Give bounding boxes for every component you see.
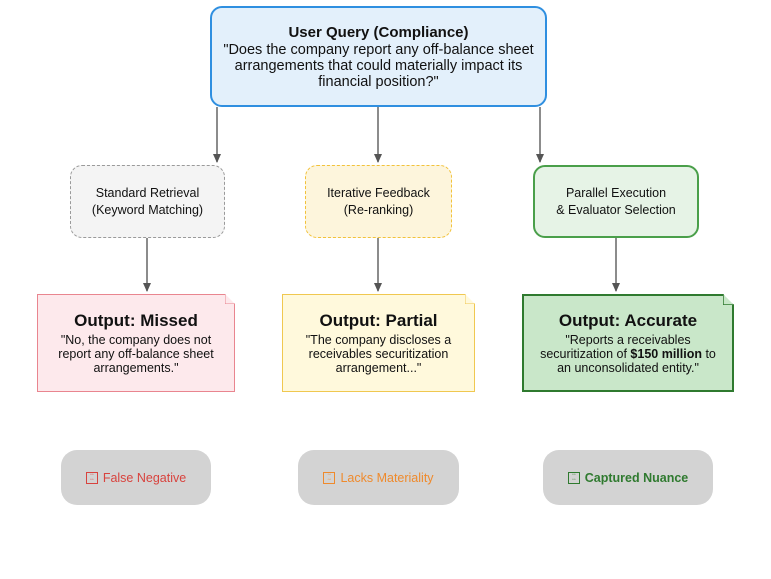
- badge-label: False Negative: [102, 470, 187, 485]
- badge-captured-nuance: ▫▫▫▫ Captured Nuance: [543, 450, 713, 505]
- folded-corner-icon: [723, 294, 734, 305]
- folded-corner-icon: [225, 294, 235, 304]
- user-query-box: User Query (Compliance) "Does the compan…: [210, 6, 547, 107]
- query-text: "Does the company report any off-balance…: [223, 41, 534, 90]
- output-accurate-note: Output: Accurate "Reports a receivables …: [522, 294, 734, 392]
- method-line1: Iterative Feedback: [327, 185, 430, 200]
- missing-glyph-icon: ▫▫▫▫: [567, 471, 580, 484]
- output-text-end: to an unconsolidated entity.": [557, 347, 716, 375]
- output-partial-note: Output: Partial "The company discloses a…: [282, 294, 475, 392]
- output-text: "No, the company does not report any off…: [58, 333, 214, 375]
- output-missed-note: Output: Missed "No, the company does not…: [37, 294, 235, 392]
- output-text: "The company discloses a receivables sec…: [305, 333, 452, 375]
- method-parallel-execution: Parallel Execution & Evaluator Selection: [533, 165, 699, 238]
- method-standard-retrieval: Standard Retrieval (Keyword Matching): [70, 165, 225, 238]
- output-title: Output: Missed: [74, 311, 198, 330]
- output-title: Output: Partial: [319, 311, 438, 330]
- output-text-start: "Reports a receivables securitization of: [540, 333, 691, 361]
- query-title: User Query (Compliance): [288, 23, 469, 41]
- method-line2: (Keyword Matching): [91, 202, 204, 217]
- badge-label: Captured Nuance: [584, 470, 689, 485]
- folded-corner-icon: [465, 294, 475, 304]
- missing-glyph-icon: ▫▫▫▫: [323, 471, 336, 484]
- method-line1: Standard Retrieval: [95, 185, 200, 200]
- method-iterative-feedback: Iterative Feedback (Re-ranking): [305, 165, 452, 238]
- badge-false-negative: ▫▫▫▫ False Negative: [61, 450, 211, 505]
- output-title: Output: Accurate: [558, 311, 698, 330]
- method-line2: & Evaluator Selection: [556, 202, 676, 217]
- method-line2: (Re-ranking): [343, 202, 414, 217]
- badge-label: Lacks Materiality: [340, 470, 434, 485]
- output-text-highlight: $150 million: [630, 347, 702, 361]
- badge-lacks-materiality: ▫▫▫▫ Lacks Materiality: [298, 450, 459, 505]
- method-line1: Parallel Execution: [565, 185, 667, 200]
- output-text: "Reports a receivables securitization of…: [524, 333, 732, 375]
- missing-glyph-icon: ▫▫▫▫: [85, 471, 98, 484]
